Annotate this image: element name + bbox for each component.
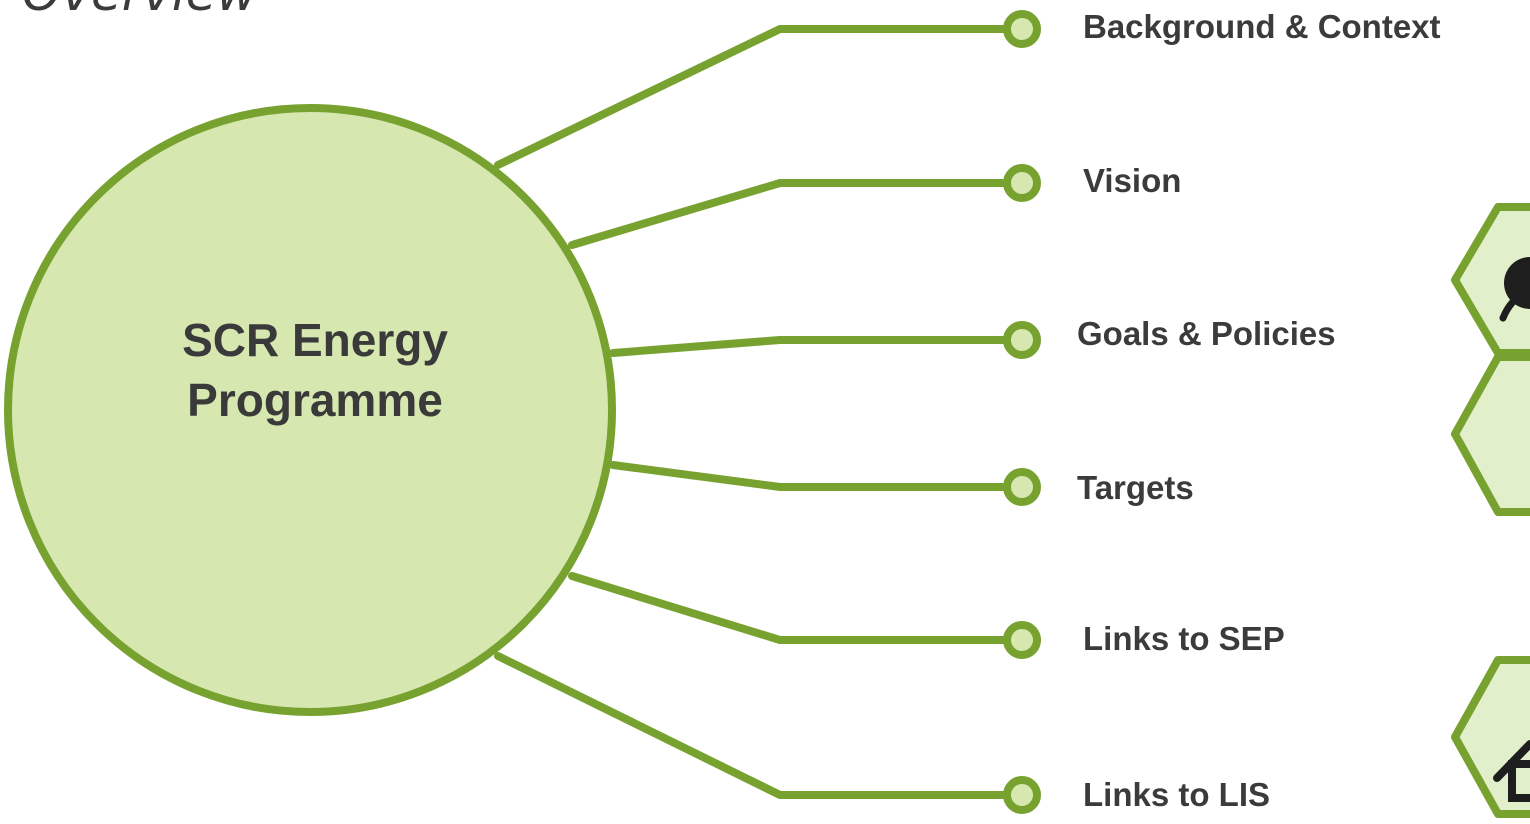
- hub-label-line1: SCR Energy: [182, 314, 448, 366]
- hub-circle: [4, 104, 616, 716]
- person-icon: [1499, 257, 1530, 322]
- branch-label-goals[interactable]: Goals & Policies: [1077, 315, 1336, 352]
- connector-sep: [568, 572, 1026, 644]
- page-title: Overview: [22, 0, 257, 22]
- hex-tile-top: [1451, 203, 1530, 357]
- connector-lis: [494, 652, 1026, 799]
- node-sep: [1003, 621, 1041, 659]
- hex-tile-middle: [1451, 353, 1530, 516]
- hub-label-line2: Programme: [187, 374, 443, 426]
- home-icon: [1493, 740, 1530, 802]
- node-targets: [1003, 468, 1041, 506]
- connector-background: [494, 25, 1026, 169]
- branch-label-targets[interactable]: Targets: [1077, 469, 1194, 506]
- connector-vision: [568, 179, 1026, 249]
- connector-goals: [609, 336, 1026, 357]
- node-lis: [1003, 776, 1041, 814]
- branch-label-lis[interactable]: Links to LIS: [1083, 776, 1271, 813]
- node-vision: [1003, 164, 1041, 202]
- hub-label: SCR Energy Programme: [60, 310, 570, 430]
- node-background: [1003, 10, 1041, 48]
- node-goals: [1003, 321, 1041, 359]
- connector-targets: [609, 461, 1026, 491]
- branch-label-sep[interactable]: Links to SEP: [1083, 620, 1285, 657]
- branch-label-vision[interactable]: Vision: [1083, 162, 1182, 199]
- branch-label-background[interactable]: Background & Context: [1083, 8, 1441, 45]
